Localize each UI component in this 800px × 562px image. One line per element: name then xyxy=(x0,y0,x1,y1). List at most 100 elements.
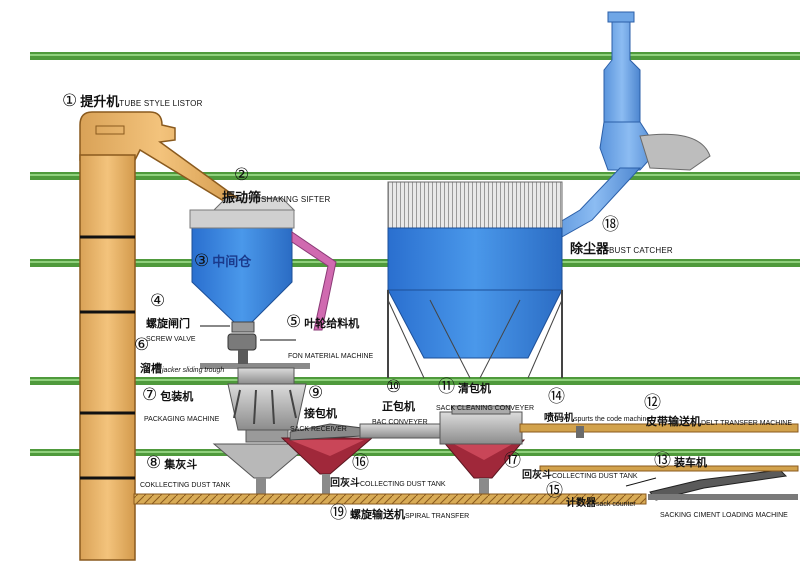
label-4-num: ④ xyxy=(150,291,166,310)
impeller-feeder xyxy=(227,333,257,351)
packer-spout xyxy=(289,389,297,419)
floor-beam xyxy=(30,54,800,56)
dust-stack-cap xyxy=(607,11,635,23)
label-2: 振动筛SHAKING SIFTER xyxy=(222,190,331,206)
label-6-num: ⑥ xyxy=(134,335,150,354)
label-12-num-wrap: ⑫ xyxy=(644,394,664,412)
label-17-en: COLLECTING DUST TANK xyxy=(552,473,638,480)
elevator-tube xyxy=(79,154,136,561)
label-19-cn: 螺旋输送机 xyxy=(350,509,405,521)
label-18-num-wrap: ⑱ xyxy=(602,216,622,234)
floor-beam xyxy=(30,379,800,381)
hopper-leg xyxy=(322,474,330,496)
silo-top xyxy=(189,209,295,229)
label-12: 皮带输送机DELT TRANSFER MACHINE xyxy=(646,413,792,429)
label-6-num-wrap: ⑥ xyxy=(134,336,152,354)
label-4-en-wrap: SCREW VALVE xyxy=(146,329,196,345)
dust-hopper-16 xyxy=(290,440,364,456)
loading-base xyxy=(648,494,798,500)
label-6: 溜槽jacker sliding trough xyxy=(140,360,224,376)
elevator-inspection-door xyxy=(95,125,125,135)
label-9-num: ⑨ xyxy=(308,383,324,402)
belt-conveyor xyxy=(519,423,799,433)
label-8-en-wrap: COKLLECTING DUST TANK xyxy=(140,475,230,491)
dust-catcher xyxy=(387,11,711,379)
dust-house-brace xyxy=(527,299,563,379)
label-10: ⑩ xyxy=(386,378,404,396)
label-12-en: DELT TRANSFER MACHINE xyxy=(701,420,793,427)
label-15: 计数器sack counter xyxy=(566,494,636,510)
label-2-en: SHAKING SIFTER xyxy=(261,195,331,204)
label-7-en-wrap: PACKAGING MACHINE xyxy=(144,409,219,425)
label-9-en-wrap: SACK RECEIVER xyxy=(290,419,347,435)
label-9-num-wrap: ⑨ xyxy=(308,384,326,402)
feed-trough xyxy=(200,363,310,369)
intermediate-silo xyxy=(189,197,337,369)
label-9-en: SACK RECEIVER xyxy=(290,426,347,433)
spiral-transfer xyxy=(133,493,647,505)
label-13-cn: 装车机 xyxy=(674,457,707,469)
dust-fan-housing xyxy=(639,133,711,171)
label-17-num: ⑰ xyxy=(504,451,521,470)
label-16: 回灰斗COLLECTING DUST TANK xyxy=(330,474,446,490)
conveyors xyxy=(289,405,799,501)
label-17: 回灰斗COLLECTING DUST TANK xyxy=(522,466,638,482)
label-6-cn: 溜槽 xyxy=(140,363,162,375)
label-10-num: ⑩ xyxy=(386,377,402,396)
label-5-en: FON MATERIAL MACHINE xyxy=(288,353,374,360)
label-12-num: ⑫ xyxy=(644,393,661,412)
label-17-num-wrap: ⑰ xyxy=(504,452,524,470)
label-12-cn: 皮带输送机 xyxy=(646,416,701,428)
label-2-cn: 振动筛 xyxy=(222,190,262,205)
label-18: 除尘器BUST CATCHER xyxy=(570,241,673,257)
label-3-cn: 中间仓 xyxy=(212,254,252,269)
label-18-cn: 除尘器 xyxy=(570,241,610,256)
packaging-machine xyxy=(227,367,307,443)
label-8-num: ⑧ xyxy=(146,453,162,472)
hopper-leg xyxy=(479,478,489,496)
label-1-num: ① xyxy=(62,91,78,110)
label-9-cn: 接包机 xyxy=(304,408,337,420)
counter-pointer xyxy=(625,477,657,487)
label-8-cn: 集灰斗 xyxy=(164,459,198,471)
label-5-cn: 叶轮给料机 xyxy=(304,318,360,330)
pink-chute xyxy=(291,231,337,331)
dust-stack xyxy=(603,21,641,123)
label-5-en-wrap: FON MATERIAL MACHINE xyxy=(288,346,373,362)
label-11-num: ⑪ xyxy=(438,377,455,396)
label-19-num: ⑲ xyxy=(330,503,347,522)
packer-spout xyxy=(233,389,241,419)
label-10-cn-wrap: 正包机 xyxy=(382,398,415,414)
label-15-num-wrap: ⑮ xyxy=(546,482,566,500)
label-6-en: jacker sliding trough xyxy=(162,367,225,374)
feed-trough xyxy=(238,350,248,364)
label-14: 喷码机spurts the code machine xyxy=(544,409,650,425)
label-8-en: COKLLECTING DUST TANK xyxy=(140,482,231,489)
dust-hopper-8 xyxy=(212,443,312,479)
label-5-num: ⑤ xyxy=(286,312,302,331)
sack-cleaning-conveyor xyxy=(439,411,523,445)
label-4-en: SCREW VALVE xyxy=(146,336,196,343)
label-18-num: ⑱ xyxy=(602,215,619,234)
label-1-cn: 提升机 xyxy=(80,94,120,109)
label-15-en: sack counter xyxy=(596,501,636,508)
label-7-num: ⑦ xyxy=(142,385,158,404)
label-11-en-wrap: SACK CLEANING CONVEYER xyxy=(436,398,534,414)
label-1-en: TUBE STYLE LISTOR xyxy=(119,99,203,108)
label-13-en-wrap: SACKING CIMENT LOADING MACHINE xyxy=(660,505,788,521)
dust-house-brace xyxy=(387,299,425,379)
dust-house-hopper xyxy=(387,289,563,359)
packer-top xyxy=(237,367,295,385)
label-3-num: ③ xyxy=(194,251,210,270)
label-14-en: spurts the code machine xyxy=(574,416,651,423)
floor-beam xyxy=(30,174,800,176)
hopper-leg xyxy=(256,478,266,496)
